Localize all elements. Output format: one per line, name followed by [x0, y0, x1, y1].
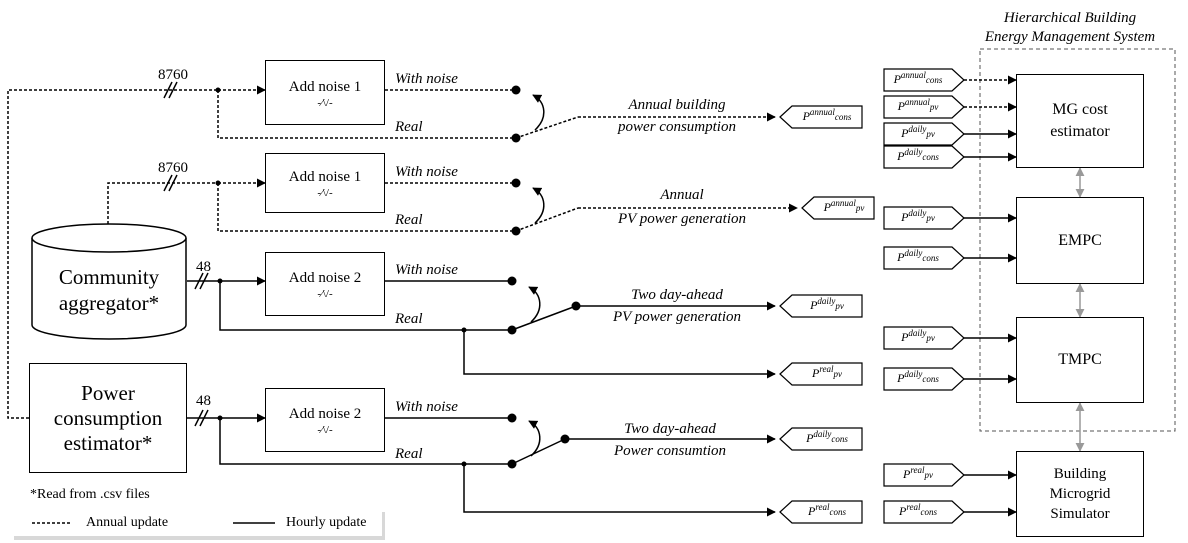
- tag-p-pv-real-out: Prealpv: [811, 364, 842, 380]
- empc-label: EMPC: [1058, 231, 1102, 249]
- signal1-line2: power consumption: [618, 119, 736, 135]
- real-label-row2: Real: [395, 212, 423, 228]
- tag-p-cons-annual-out: Pannualcons: [802, 107, 852, 123]
- real-label-row1: Real: [395, 119, 423, 135]
- power-consumption-estimator-block: Power consumption estimator*: [29, 363, 187, 473]
- signal1-line1: Annual building: [628, 97, 726, 113]
- tag-p-pv-daily-in-empc: Pdailypv: [901, 208, 935, 224]
- row1-junctions: [215, 85, 521, 143]
- add-noise-block-row3: Add noise 2 -⁄\/-: [265, 252, 385, 316]
- row2-junctions: [215, 178, 521, 236]
- signal2-line2: PV power generation: [617, 211, 747, 227]
- row1-wiring: [7, 81, 776, 419]
- legend-hourly-label: Hourly update: [286, 515, 367, 530]
- hbems-title-line1: Hierarchical Building: [1003, 10, 1137, 26]
- noise-wave-icon: -⁄\/-: [317, 96, 333, 109]
- community-aggregator-cylinder: [31, 223, 187, 340]
- power-est-line2: consumption: [53, 405, 163, 430]
- power-est-line1: Power: [81, 380, 135, 405]
- with-noise-label-row4: With noise: [395, 399, 458, 415]
- tag-p-cons-daily-in-mg: Pdailycons: [897, 147, 939, 163]
- tag-p-pv-annual-out: Pannualpv: [823, 198, 865, 214]
- simulator-line1: Building: [1053, 466, 1107, 482]
- tag-p-cons-daily-out: Pdailycons: [806, 429, 848, 445]
- tag-p-pv-daily-in-tmpc: Pdailypv: [901, 328, 935, 344]
- add-noise-label: Add noise 1: [288, 169, 362, 185]
- tag-p-cons-annual-in: Pannualcons: [893, 70, 943, 86]
- tmpc-block: TMPC: [1016, 317, 1144, 403]
- tag-p-pv-annual-in: Pannualpv: [897, 97, 939, 113]
- with-noise-label-row3: With noise: [395, 262, 458, 278]
- real-label-row3: Real: [395, 311, 423, 327]
- row3-wiring: [187, 272, 776, 379]
- tag-p-cons-real-in: Prealcons: [898, 502, 937, 518]
- legend-shadow: [14, 536, 384, 540]
- row3-junctions: [217, 276, 581, 335]
- tag-p-cons-real-out: Prealcons: [807, 502, 846, 518]
- legend-annual-label: Annual update: [86, 515, 169, 530]
- signal2-line1: Annual: [660, 187, 704, 203]
- with-noise-label-row1: With noise: [395, 71, 458, 87]
- add-noise-block-row1: Add noise 1 -⁄\/-: [265, 60, 385, 125]
- hbems-input-arrows: [964, 75, 1017, 517]
- add-noise-label: Add noise 2: [288, 406, 362, 422]
- tag-p-pv-daily-in-mg: Pdailypv: [901, 124, 935, 140]
- bus-count-row4: 48: [196, 393, 211, 409]
- simulator-line2: Microgrid: [1049, 486, 1111, 502]
- signal4-line1: Two day-ahead: [624, 421, 716, 437]
- bus-count-row2: 8760: [158, 160, 188, 176]
- row4-junctions: [217, 413, 570, 469]
- add-noise-label: Add noise 1: [288, 78, 362, 95]
- output-tags: [779, 105, 875, 524]
- building-microgrid-simulator-block: Building Microgrid Simulator: [1016, 451, 1144, 537]
- simulator-line3: Simulator: [1050, 506, 1110, 522]
- mg-cost-line1: MG cost: [1052, 101, 1108, 118]
- mg-cost-estimator-block: MG cost estimator: [1016, 74, 1144, 168]
- bus-count-row3: 48: [196, 259, 211, 275]
- community-aggregator-line1: Community: [58, 265, 160, 289]
- tag-p-pv-daily-out: Pdailypv: [810, 296, 844, 312]
- tag-p-cons-daily-in-tmpc: Pdailycons: [897, 369, 939, 385]
- add-noise-block-row4: Add noise 2 -⁄\/-: [265, 388, 385, 452]
- noise-wave-icon: -⁄\/-: [317, 288, 333, 300]
- signal3-line2: PV power generation: [612, 309, 742, 325]
- tag-p-pv-real-in: Prealpv: [902, 465, 933, 481]
- tag-p-cons-daily-in-empc: Pdailycons: [897, 248, 939, 264]
- with-noise-label-row2: With noise: [395, 164, 458, 180]
- row2-wiring: [107, 174, 798, 232]
- tmpc-label: TMPC: [1058, 351, 1102, 368]
- hbems-title-line2: Energy Management System: [984, 29, 1156, 45]
- add-noise-label: Add noise 2: [288, 270, 362, 286]
- legend-shadow-right: [382, 512, 385, 540]
- signal4-line2: Power consumtion: [613, 443, 727, 459]
- mg-cost-line2: estimator: [1050, 123, 1110, 140]
- noise-wave-icon: -⁄\/-: [317, 187, 333, 199]
- bus-count-row1: 8760: [158, 67, 188, 83]
- add-noise-block-row2: Add noise 1 -⁄\/-: [265, 153, 385, 213]
- noise-wave-icon: -⁄\/-: [317, 424, 333, 436]
- power-est-line3: estimator*: [63, 430, 153, 455]
- input-tags: [883, 68, 965, 524]
- empc-block: EMPC: [1016, 197, 1144, 284]
- row4-wiring: [187, 409, 776, 517]
- footnote: *Read from .csv files: [30, 487, 150, 502]
- real-label-row4: Real: [395, 446, 423, 462]
- community-aggregator-line2: aggregator*: [58, 291, 160, 315]
- signal3-line1: Two day-ahead: [631, 287, 723, 303]
